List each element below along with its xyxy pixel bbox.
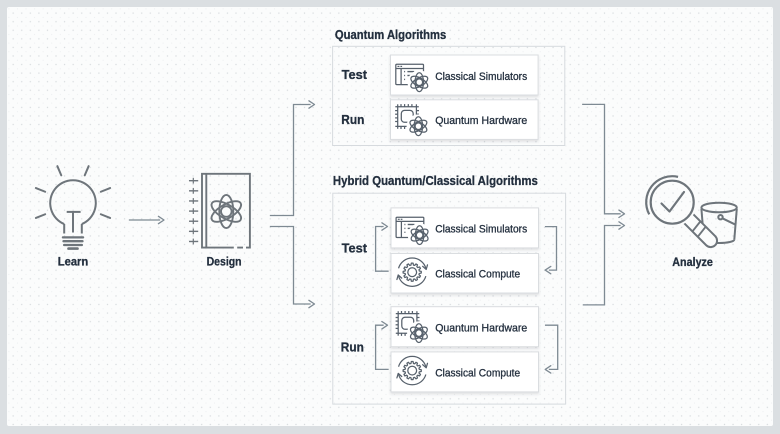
svg-text:Run: Run: [341, 112, 364, 127]
svg-text:Quantum Hardware: Quantum Hardware: [435, 323, 527, 335]
svg-text:Quantum Algorithms: Quantum Algorithms: [335, 27, 446, 42]
svg-text:Classical Compute: Classical Compute: [435, 268, 520, 280]
svg-text:Learn: Learn: [58, 254, 89, 268]
svg-text:Design: Design: [207, 254, 242, 268]
svg-text:Test: Test: [342, 241, 368, 256]
svg-text:Classical Simulators: Classical Simulators: [435, 71, 527, 83]
svg-text:Test: Test: [342, 67, 368, 82]
svg-text:Classical Simulators: Classical Simulators: [435, 224, 527, 236]
svg-text:Classical Compute: Classical Compute: [435, 368, 520, 380]
svg-text:Quantum Hardware: Quantum Hardware: [435, 115, 527, 127]
svg-text:Analyze: Analyze: [672, 255, 713, 269]
svg-text:Hybrid Quantum/Classical Algor: Hybrid Quantum/Classical Algorithms: [333, 173, 538, 188]
svg-text:Run: Run: [341, 339, 364, 354]
